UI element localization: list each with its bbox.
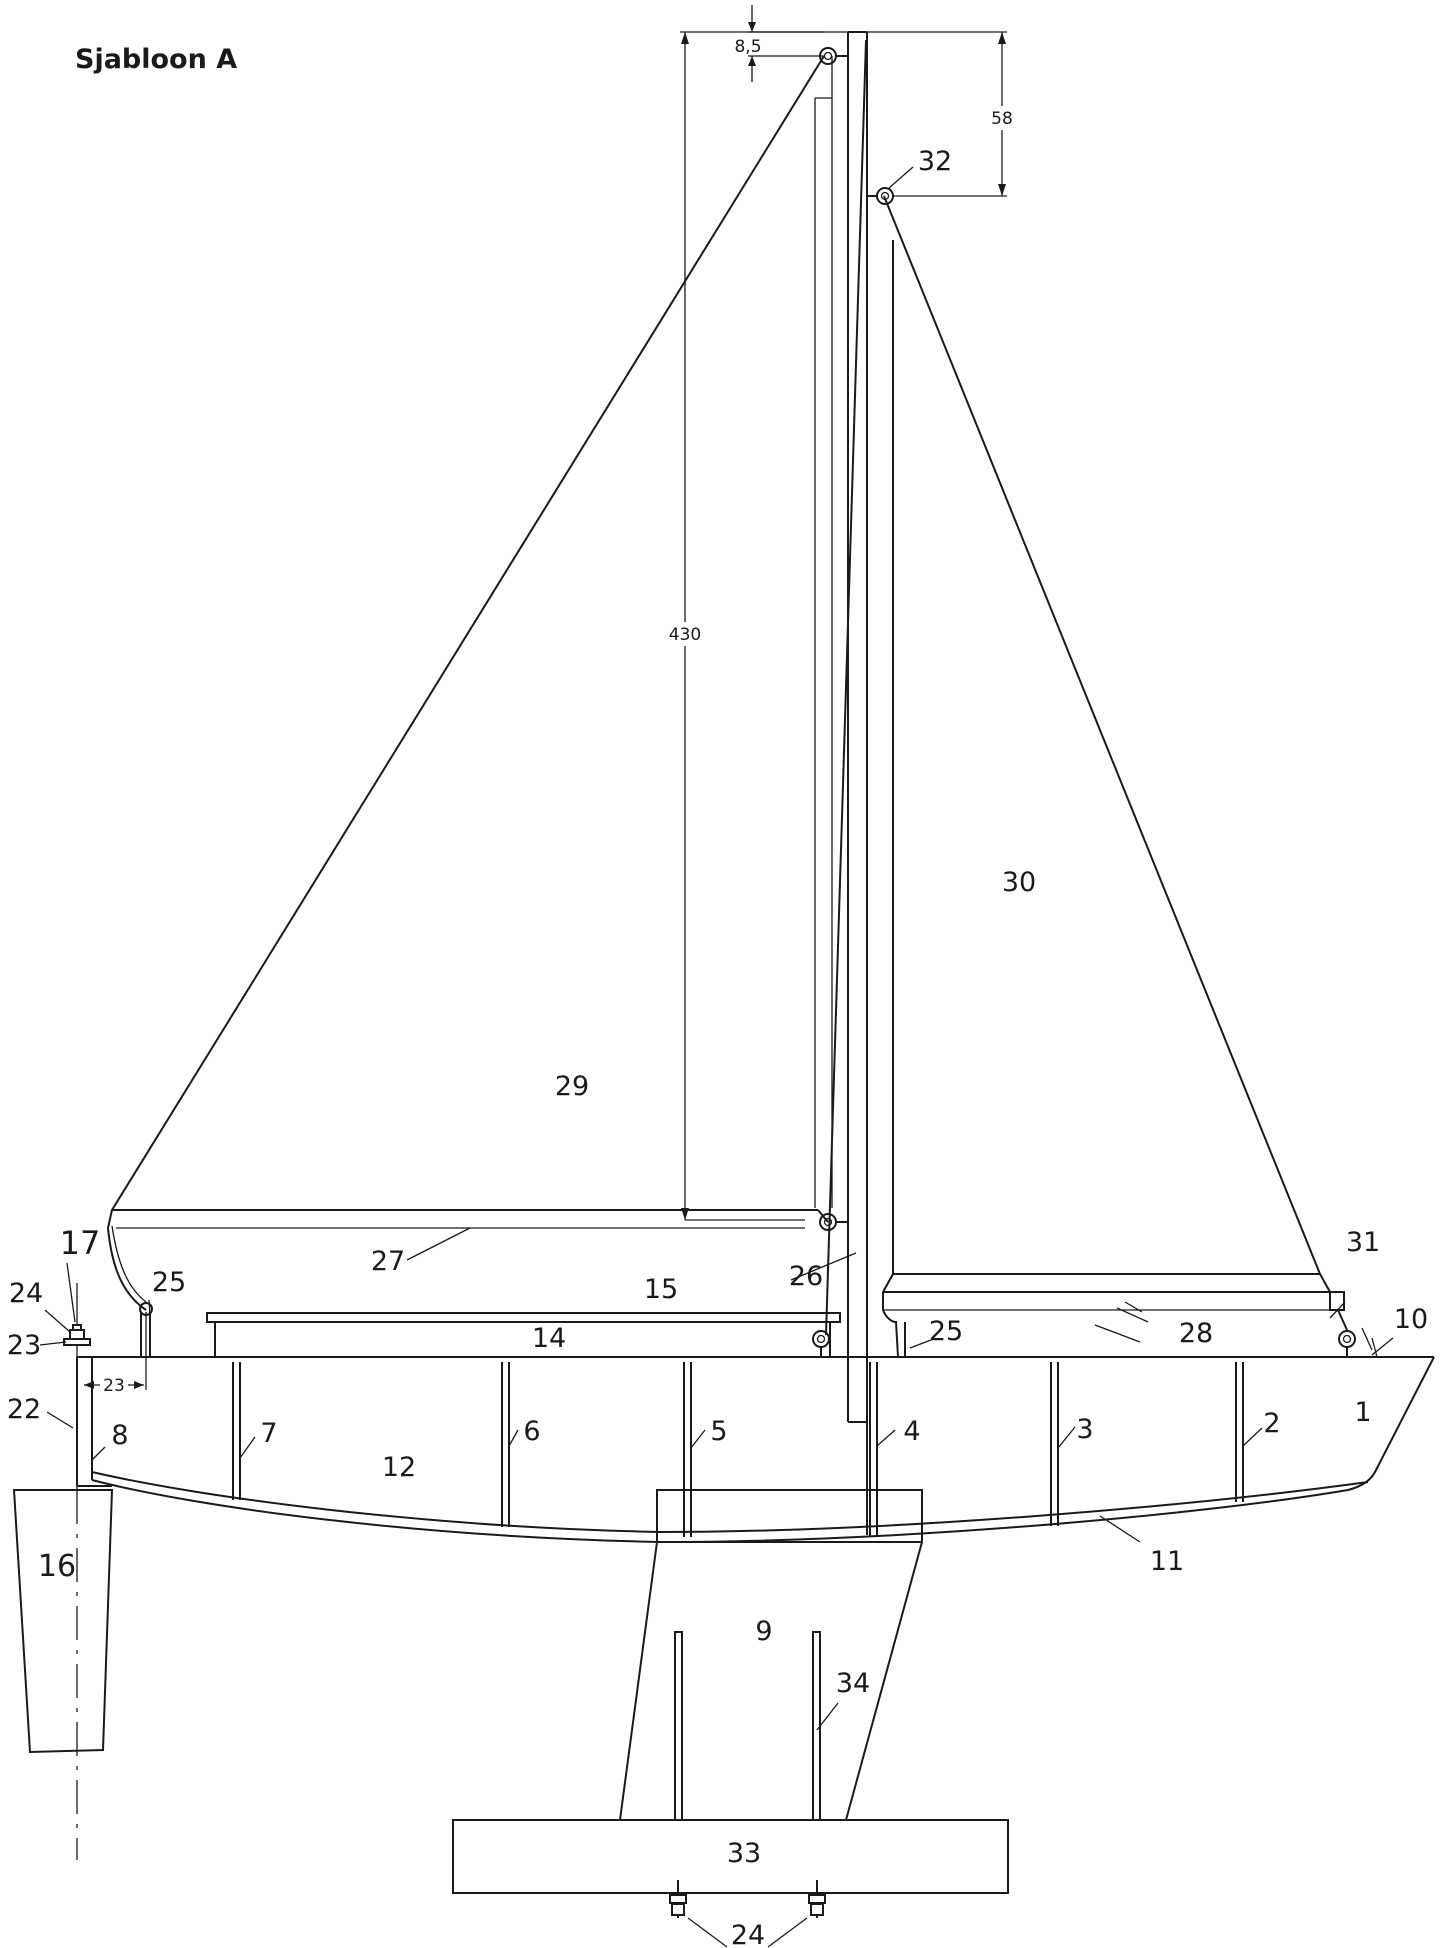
label-14: 14 [532,1323,566,1354]
dimension-top-offset: 8,5 [734,37,761,57]
mainsail-29 [106,55,829,1357]
label-25-fwd: 25 [929,1316,963,1347]
eye-bolt-icon [812,1330,830,1357]
nut-icon [669,1880,687,1918]
cabin [206,1312,841,1357]
nut-icon [808,1880,826,1918]
label-30: 30 [1002,867,1036,898]
dimension-label-bg [667,622,703,646]
label-24-bottom: 24 [731,1920,765,1948]
frames [232,1362,1244,1537]
eye-bolt-icon [819,1213,848,1231]
label-11: 11 [1150,1546,1184,1577]
hull [76,1356,1435,1544]
page-title: Sjabloon A [75,44,237,75]
dimension-transom-offset: 23 [103,1376,125,1396]
label-27: 27 [371,1246,405,1277]
label-31: 31 [1346,1227,1380,1258]
label-33: 33 [727,1838,761,1869]
label-3: 3 [1076,1414,1093,1445]
label-10: 10 [1394,1304,1428,1335]
dimension-label-bg [100,1376,128,1396]
eye-bolt-icon [1338,1330,1356,1357]
ballast-33 [452,1819,1009,1894]
washer-icon [63,1324,91,1346]
label-9: 9 [755,1616,772,1647]
mast [814,31,868,1535]
label-28: 28 [1179,1318,1213,1349]
leader-lines [39,166,1394,1948]
label-29: 29 [555,1071,589,1102]
label-32: 32 [918,146,952,177]
label-8: 8 [111,1420,128,1451]
eye-bolt-icon [819,47,848,65]
label-25-aft: 25 [152,1267,186,1298]
dimension-lines [84,5,1007,1390]
label-22: 22 [7,1394,41,1425]
part-labels: 32 30 29 27 26 31 15 14 25 25 28 10 17 2… [7,146,1428,1948]
eye-bolt-icon [867,187,894,205]
rudder-16 [12,1283,114,1860]
dimension-upper-fitting: 58 [991,109,1013,129]
label-17: 17 [60,1224,101,1262]
label-5: 5 [710,1416,727,1447]
sail-30 [882,195,1348,1358]
label-4: 4 [903,1416,920,1447]
label-6: 6 [523,1416,540,1447]
label-24-top: 24 [9,1278,43,1309]
label-15: 15 [644,1274,678,1305]
dimension-label-bg [986,106,1018,130]
label-7: 7 [260,1418,277,1449]
label-12: 12 [382,1452,416,1483]
label-26: 26 [789,1261,823,1292]
dimension-mast-height: 430 [669,625,701,645]
label-1: 1 [1354,1397,1371,1428]
label-34: 34 [836,1668,870,1699]
label-23: 23 [7,1330,41,1361]
keel [619,1489,923,1821]
label-16: 16 [38,1549,76,1584]
label-2: 2 [1263,1408,1280,1439]
